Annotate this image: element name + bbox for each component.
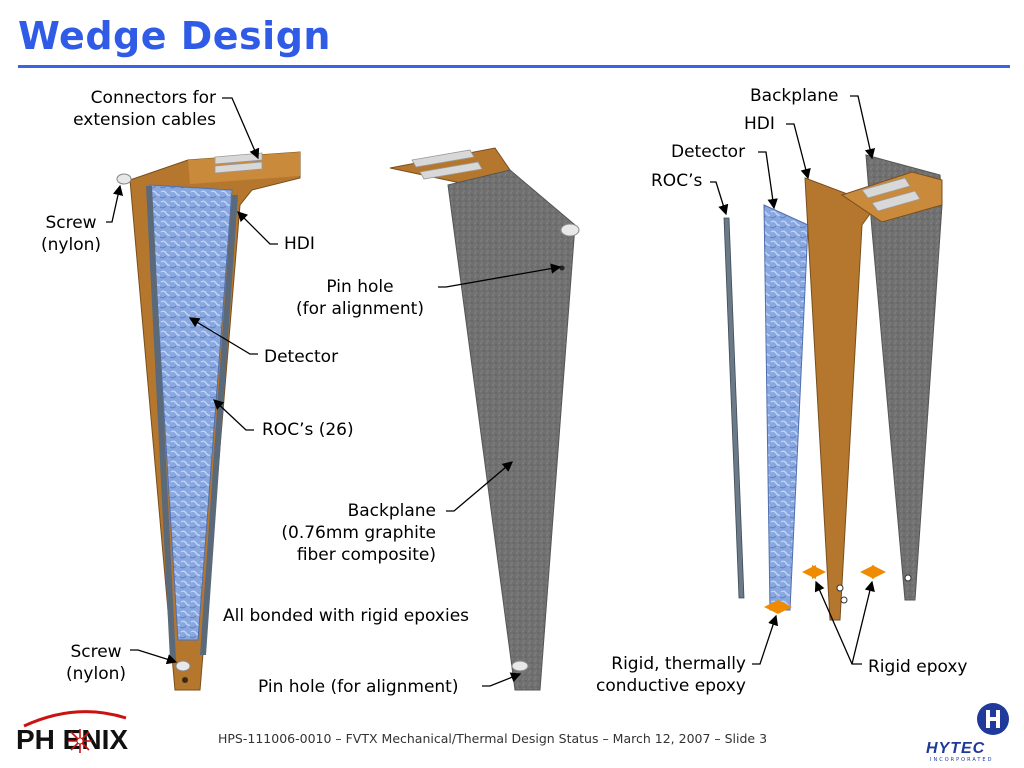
label-rocs-right: ROC’s: [651, 171, 703, 191]
hytec-logo: HYTEC: [926, 740, 986, 757]
label-pin-hole-top: Pin hole (for alignment): [284, 276, 436, 320]
wedge-front-view: [116, 151, 301, 691]
label-screw-top: Screw (nylon): [26, 212, 116, 256]
label-connectors-line2: extension cables: [73, 110, 216, 130]
label-hdi-right: HDI: [744, 114, 775, 134]
label-backplane-mid: Backplane (0.76mm graphite fiber composi…: [256, 500, 436, 566]
label-connectors: Connectors for extension cables: [40, 87, 216, 131]
label-detector-left: Detector: [264, 347, 339, 367]
label-pin-hole-top-line2: (for alignment): [296, 299, 424, 319]
wedge-back-view: [389, 147, 580, 691]
label-screw-bottom-line2: (nylon): [66, 664, 126, 684]
label-screw-bottom-line1: Screw: [70, 642, 122, 662]
hytec-logo-sub: INCORPORATED: [930, 757, 994, 763]
label-rocs-left: ROC’s (26): [262, 420, 354, 440]
wedge-exploded-view: [723, 154, 943, 621]
slide-footer: HPS-111006-0010 – FVTX Mechanical/Therma…: [218, 731, 768, 746]
leader-lines: [106, 95, 876, 687]
label-screw-bottom: Screw (nylon): [46, 641, 146, 685]
label-screw-top-line2: (nylon): [41, 235, 101, 255]
label-connectors-line1: Connectors for: [90, 88, 216, 108]
title-underline: [18, 65, 1010, 68]
epoxy-gap-arrows: [764, 565, 886, 614]
label-thermal-epoxy-line2: conductive epoxy: [596, 676, 746, 696]
phenix-star-icon: [68, 729, 92, 753]
label-pin-hole-bottom: Pin hole (for alignment): [258, 677, 459, 697]
label-pin-hole-top-line1: Pin hole: [326, 277, 394, 297]
slide-title: Wedge Design: [18, 14, 331, 58]
label-detector-right: Detector: [671, 142, 746, 162]
label-thermal-epoxy-line1: Rigid, thermally: [611, 654, 746, 674]
label-hdi-left: HDI: [284, 234, 315, 254]
label-thermal-epoxy: Rigid, thermally conductive epoxy: [570, 653, 746, 697]
label-backplane-mid-line2: (0.76mm graphite: [281, 523, 436, 543]
label-backplane-right: Backplane: [750, 86, 839, 106]
label-screw-top-line1: Screw: [45, 213, 97, 233]
label-rigid-epoxy: Rigid epoxy: [868, 657, 968, 677]
label-bonded: All bonded with rigid epoxies: [223, 606, 470, 626]
label-backplane-mid-line3: fiber composite): [296, 545, 436, 565]
hytec-logo-icon: [977, 703, 1009, 735]
label-backplane-mid-line1: Backplane: [347, 501, 436, 521]
phenix-swoosh: [23, 710, 127, 728]
